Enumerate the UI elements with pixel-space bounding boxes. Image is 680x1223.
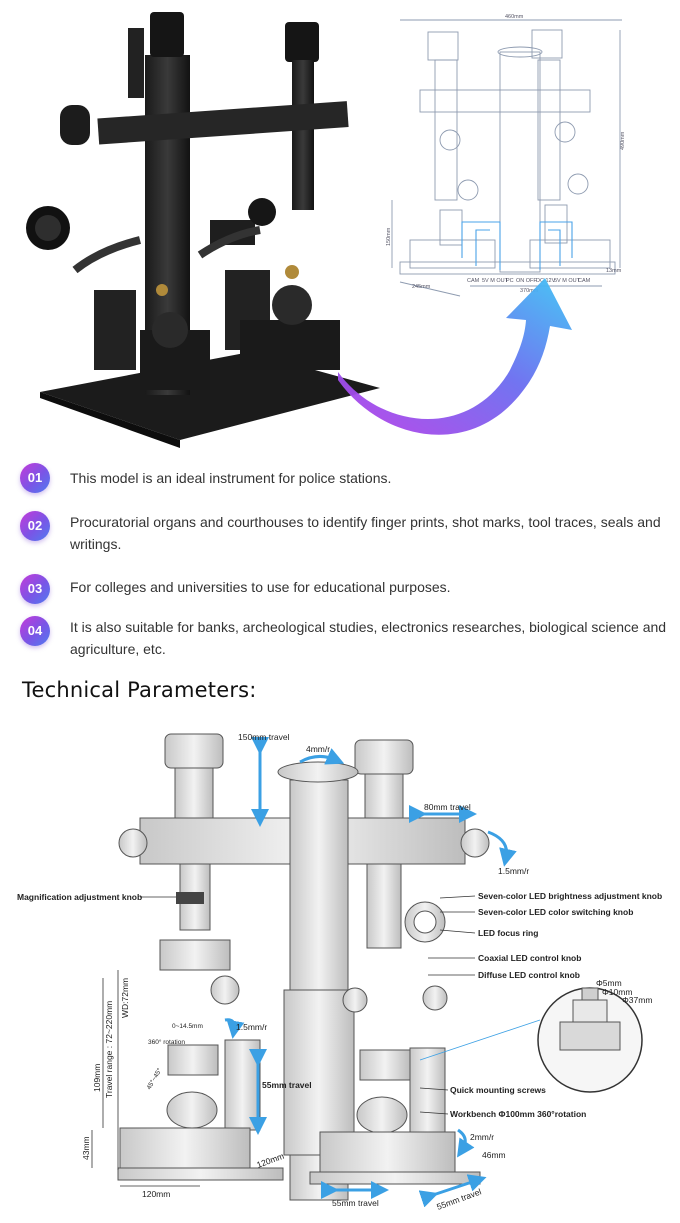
feature-text: This model is an ideal instrument for po… xyxy=(70,470,392,486)
schematic-right-label: 13mm xyxy=(606,268,622,274)
schematic-port-label: ON OFF xyxy=(516,278,537,284)
feature-text: It is also suitable for banks, archeolog… xyxy=(70,619,667,657)
travel-range-label: Travel range : 72~220mm xyxy=(104,1001,114,1098)
feature-item: 04 It is also suitable for banks, archeo… xyxy=(20,616,670,660)
travel-arrows xyxy=(224,737,517,1208)
feature-item: 03 For colleges and universities to use … xyxy=(20,574,670,604)
phi5-label: Φ5mm xyxy=(596,978,622,988)
technical-parameters-diagram: 150mm travel 4mm/r 80mm travel 1.5mm/r M… xyxy=(17,732,662,1212)
travel-55a-label: 55mm travel xyxy=(332,1198,379,1208)
schematic-height-label: 490mm xyxy=(620,131,626,150)
schematic-drawing xyxy=(391,19,622,297)
schematic-width-label: 460mm xyxy=(505,14,524,20)
led-focus-label: LED focus ring xyxy=(478,928,538,938)
section-title: Technical Parameters: xyxy=(22,678,257,702)
h109-label: 109mm xyxy=(92,1064,102,1092)
microscope-photo xyxy=(26,12,380,448)
rotation-label: 360° rotation xyxy=(148,1038,185,1046)
schematic-port-label: 5V M OUT xyxy=(482,278,509,284)
arrow-graphic xyxy=(338,278,572,435)
range-14-5-label: 0~14.5mm xyxy=(172,1023,203,1030)
travel-55b-label: 55mm travel xyxy=(435,1186,482,1211)
product-photo-and-schematic: 460mm 490mm 150mm 245mm 370mm 13mm CAM 5… xyxy=(26,12,626,448)
led-brightness-label: Seven-color LED brightness adjustment kn… xyxy=(478,891,662,901)
wd-label: WD:72mm xyxy=(120,978,130,1018)
microscope-line-drawing xyxy=(117,733,490,1201)
rate-1-5b-label: 1.5mm/r xyxy=(236,1022,267,1032)
schematic-port-label: PC xyxy=(506,278,514,284)
tilt-label: 45°~45° xyxy=(145,1066,164,1091)
travel-80-label: 80mm travel xyxy=(424,802,471,812)
travel-150-label: 150mm travel xyxy=(238,732,290,742)
zoom-knob-detail xyxy=(176,892,204,904)
rate-4-label: 4mm/r xyxy=(306,744,330,754)
feature-text: Procuratorial organs and courthouses to … xyxy=(70,514,661,552)
phi37-label: Φ37mm xyxy=(622,995,652,1005)
rate-1-5-label: 1.5mm/r xyxy=(498,866,529,876)
schematic-inner-label: 370mm xyxy=(520,288,539,294)
led-color-label: Seven-color LED color switching knob xyxy=(478,907,633,917)
detail-zoom-circle xyxy=(537,987,643,1093)
quick-screws-label: Quick mounting screws xyxy=(450,1085,546,1095)
schematic-port-label: CAM xyxy=(578,278,591,284)
feature-text: For colleges and universities to use for… xyxy=(70,579,451,595)
feature-number-badge: 04 xyxy=(20,616,50,646)
diffuse-knob-label: Diffuse LED control knob xyxy=(478,970,580,980)
schematic-port-label: 5V M OUT xyxy=(554,278,581,284)
w120b-label: 120mm xyxy=(255,1151,285,1170)
schematic-height2-label: 150mm xyxy=(386,227,392,246)
schematic-wiring xyxy=(461,221,573,270)
w120a-label: 120mm xyxy=(142,1189,170,1199)
magnification-knob-label: Magnification adjustment knob xyxy=(17,892,142,902)
coaxial-knob-label: Coaxial LED control knob xyxy=(478,953,581,963)
schematic-port-label: CAM xyxy=(467,278,480,284)
callout-lines xyxy=(91,895,541,1187)
travel-55v-label: 55mm travel xyxy=(262,1080,312,1090)
feature-number-badge: 03 xyxy=(20,574,50,604)
feature-number-badge: 01 xyxy=(20,463,50,493)
feature-item: 01 This model is an ideal instrument for… xyxy=(20,463,670,493)
feature-number-badge: 02 xyxy=(20,511,50,541)
schematic-base-label: 245mm xyxy=(412,284,431,290)
h43-label: 43mm xyxy=(81,1136,91,1160)
workbench-label: Workbench Φ100mm 360°rotation xyxy=(450,1109,586,1119)
phi10-label: Φ10mm xyxy=(602,987,632,997)
rate-2-label: 2mm/r xyxy=(470,1132,494,1142)
d46-label: 46mm xyxy=(482,1150,506,1160)
feature-item: 02 Procuratorial organs and courthouses … xyxy=(20,511,670,555)
